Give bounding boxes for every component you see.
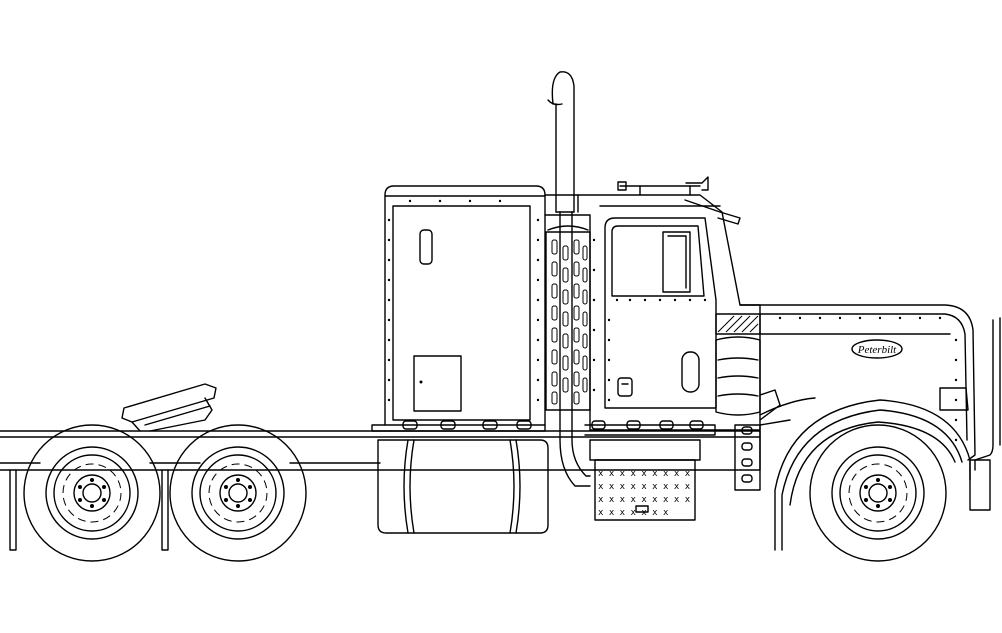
front-wheel [809, 424, 947, 562]
step-box: x x x x x x x x x x x x x x x x x x x x … [589, 439, 701, 521]
fuel-tank [377, 439, 549, 534]
rear-wheel-2 [169, 424, 307, 562]
heat-shield-slots [551, 239, 588, 405]
front-bumper [969, 459, 991, 511]
svg-text:x x x x x x x x x: x x x x x x x x x [598, 482, 691, 492]
svg-text:x x x x x x x: x x x x x x x [598, 508, 669, 518]
rear-wheel-1 [23, 424, 161, 562]
svg-text:x x x x x x x x x: x x x x x x x x x [598, 469, 691, 479]
hood-logo-text: Peterbilt [857, 344, 897, 356]
sleeper-cab [371, 185, 546, 432]
air-cleaner [715, 313, 761, 416]
step-tread-pattern: x x x x x x x x x x x x x x x x x x x x … [598, 469, 691, 518]
sleeper-rivets [387, 199, 540, 402]
headlight [939, 387, 969, 411]
hood-logo-badge [851, 339, 903, 359]
cab-steps [734, 424, 761, 491]
fifth-wheel [121, 383, 217, 432]
svg-text:x x x x x x x x x: x x x x x x x x x [598, 495, 691, 505]
front-fender [774, 399, 971, 551]
exhaust-stack [545, 71, 591, 487]
hood: Peterbilt [739, 304, 1001, 511]
